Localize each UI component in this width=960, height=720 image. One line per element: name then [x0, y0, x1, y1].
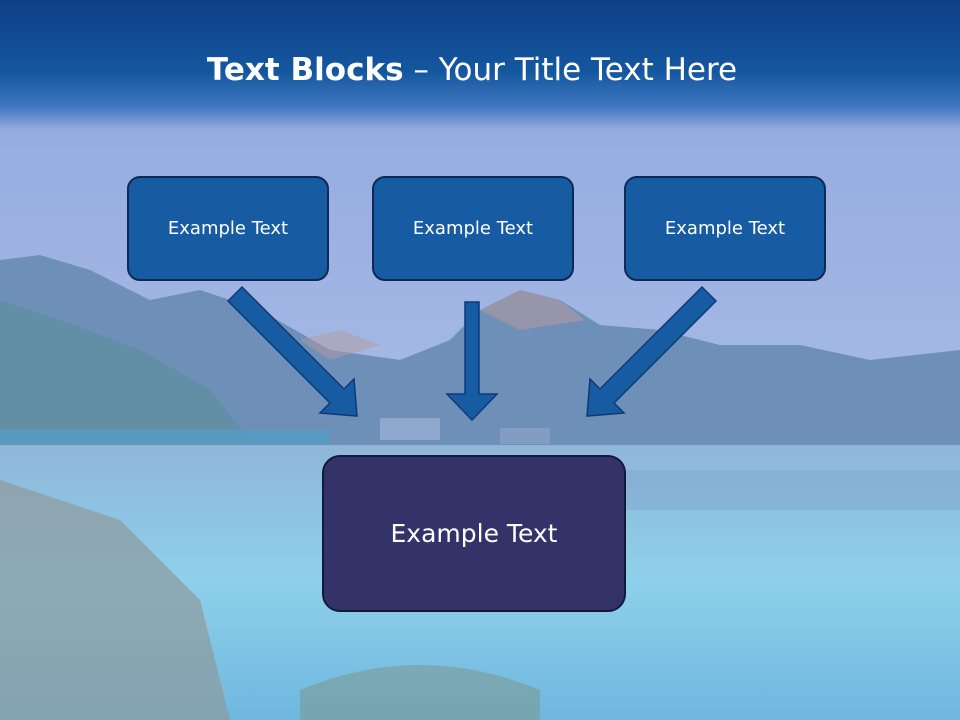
slide-title: Text Blocks – Your Title Text Here — [0, 52, 944, 88]
arrow-center-down — [445, 301, 499, 422]
title-dash: – — [413, 52, 429, 88]
text-block-left[interactable]: Example Text — [127, 176, 329, 281]
text-block-main[interactable]: Example Text — [322, 455, 626, 612]
text-block-right-label: Example Text — [664, 218, 786, 239]
text-block-center-label: Example Text — [412, 218, 534, 239]
text-block-left-label: Example Text — [167, 218, 289, 239]
text-block-right[interactable]: Example Text — [624, 176, 826, 281]
text-block-main-label: Example Text — [390, 519, 558, 548]
title-bar — [0, 0, 960, 130]
arrow-left-down-right — [226, 285, 358, 417]
arrow-right-down-left — [586, 285, 718, 417]
text-block-center[interactable]: Example Text — [372, 176, 574, 281]
title-rest-part: Your Title Text Here — [438, 52, 738, 88]
title-bold-part: Text Blocks — [206, 52, 404, 88]
